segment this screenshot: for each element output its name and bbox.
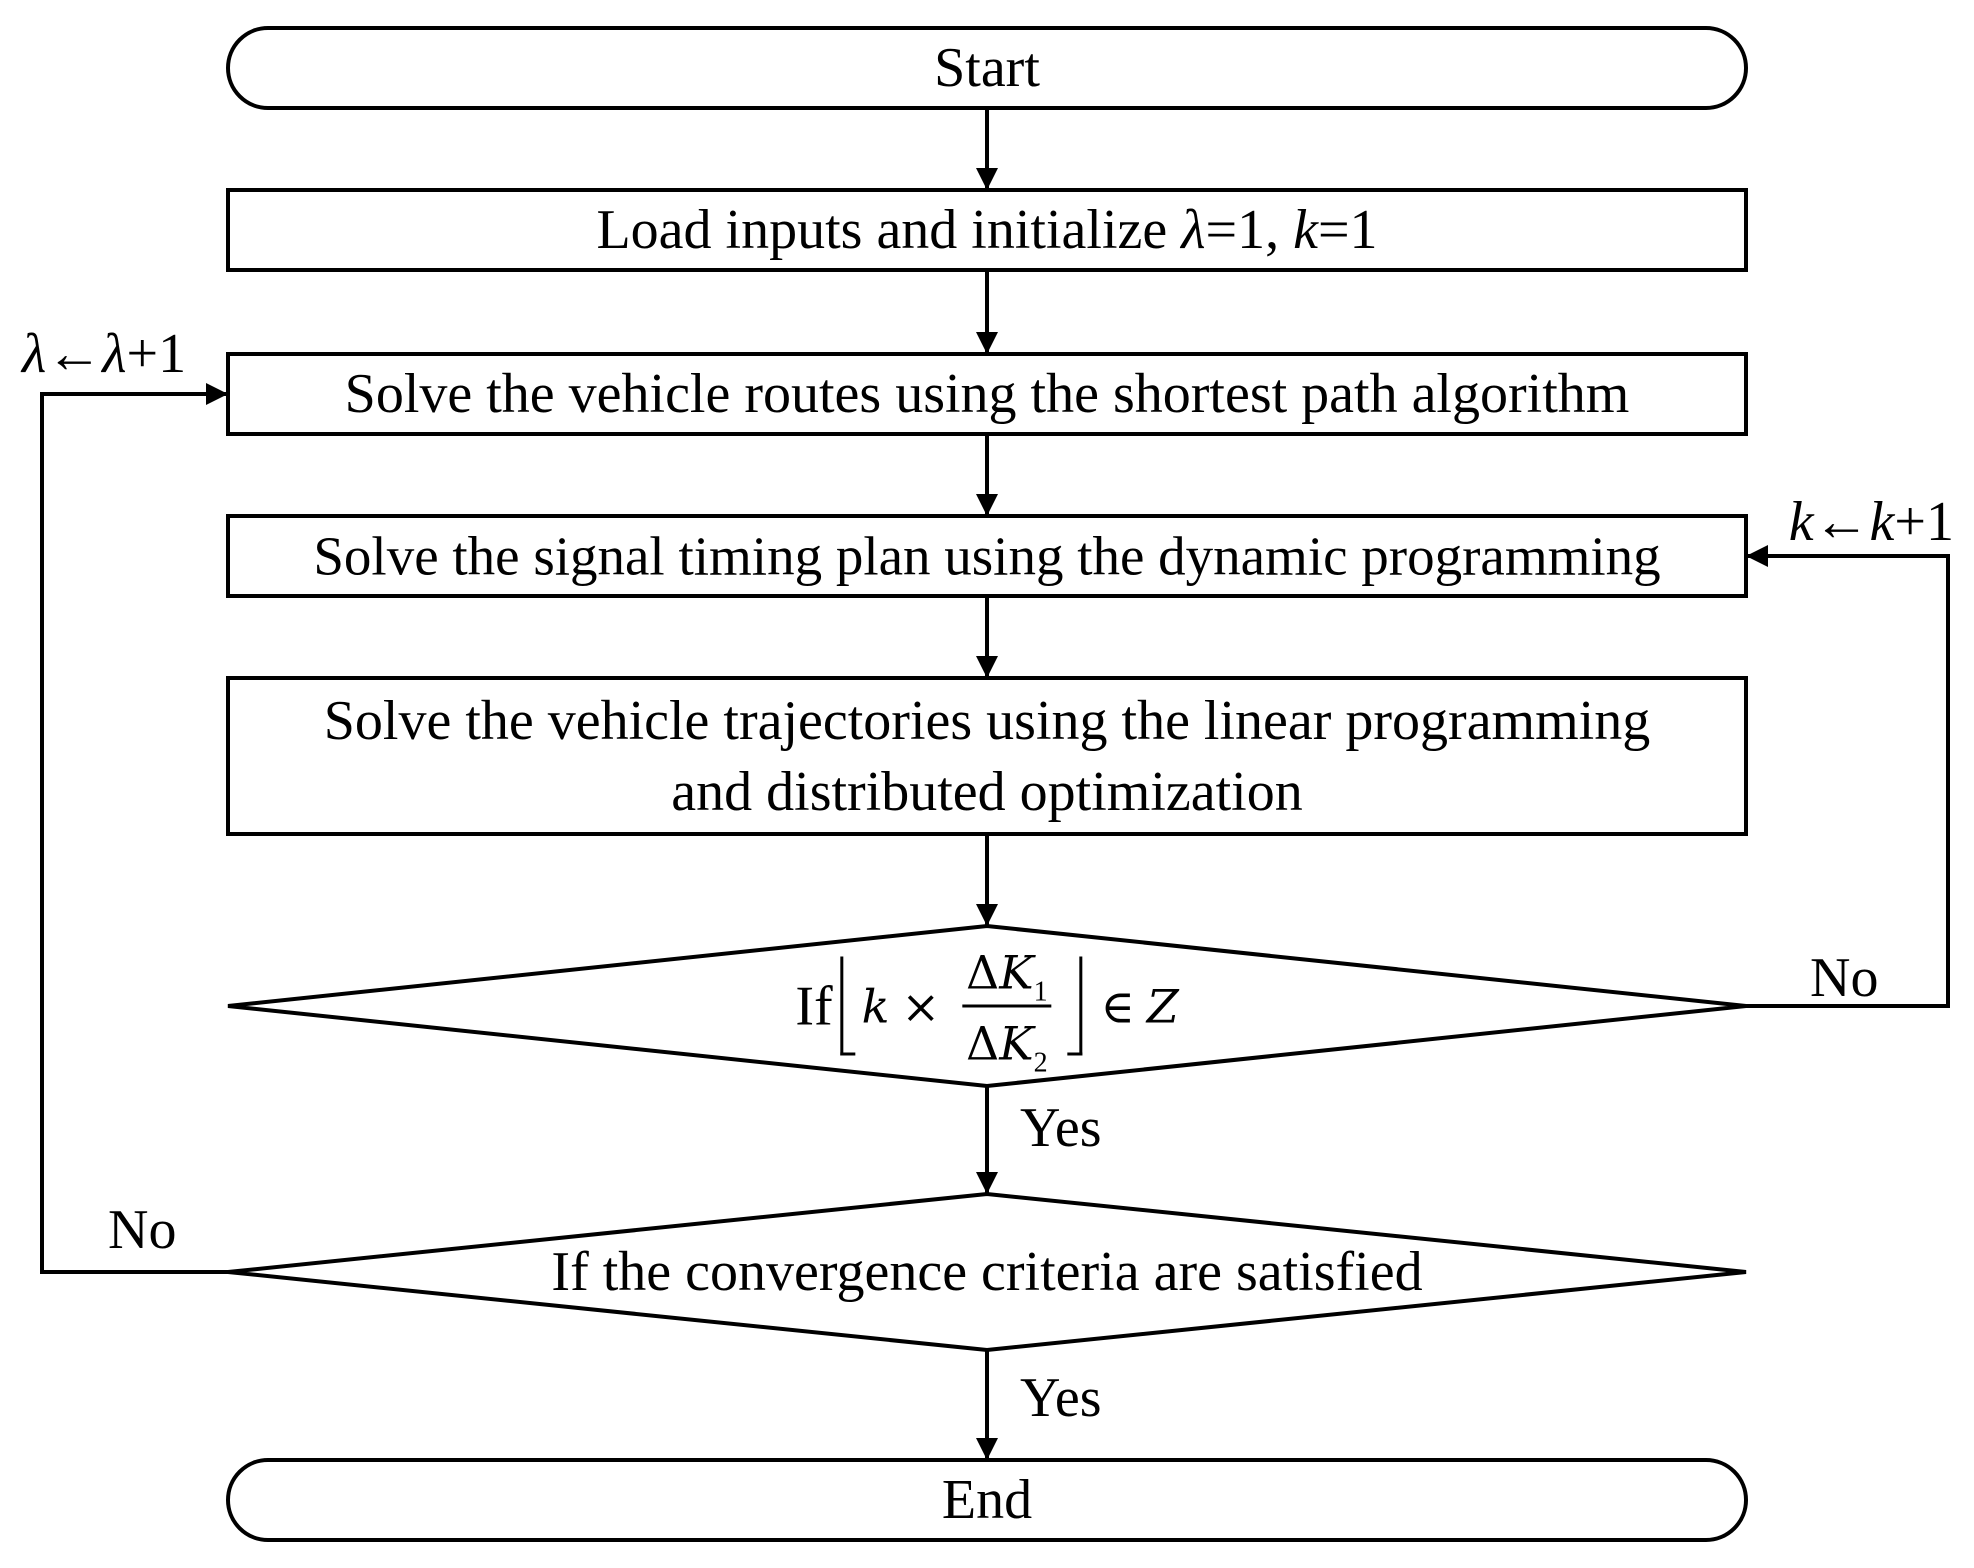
arrow-lambda-loop: [40, 383, 228, 1274]
end-label: End: [941, 1469, 1033, 1531]
decision-k-formula: If k × ΔK1 ΔK2 ∈ Z: [795, 943, 1178, 1078]
floor-right-bracket: [1067, 956, 1083, 1056]
floor-left-bracket: [840, 956, 856, 1056]
decision-convergence-label: If the convergence criteria are satisfie…: [551, 1241, 1423, 1303]
decision-k-if: If: [795, 975, 833, 1037]
start-label: Start: [934, 37, 1040, 99]
yes-label-convergence: Yes: [1020, 1367, 1102, 1429]
yes-label-decision-k: Yes: [1020, 1097, 1102, 1159]
no-label-convergence: No: [108, 1199, 177, 1261]
no-label-decision-k: No: [1810, 947, 1879, 1009]
load-inputs-label: Load inputs and initialize λ=1, k=1: [596, 199, 1378, 261]
lambda-update-label: λ←λ+1: [22, 323, 187, 385]
solve-trajectories-line1: Solve the vehicle trajectories using the…: [323, 690, 1651, 752]
solve-signal-label: Solve the signal timing plan using the d…: [313, 525, 1661, 587]
decision-convergence-diamond: [227, 1191, 1747, 1353]
solve-routes-label: Solve the vehicle routes using the short…: [344, 363, 1630, 425]
solve-trajectories-line2: and distributed optimization: [671, 761, 1303, 823]
arrow-k-loop: [1746, 545, 1950, 1008]
delta-fraction: ΔK1 ΔK2: [962, 943, 1052, 1077]
k-update-label: k←k+1: [1788, 491, 1954, 553]
